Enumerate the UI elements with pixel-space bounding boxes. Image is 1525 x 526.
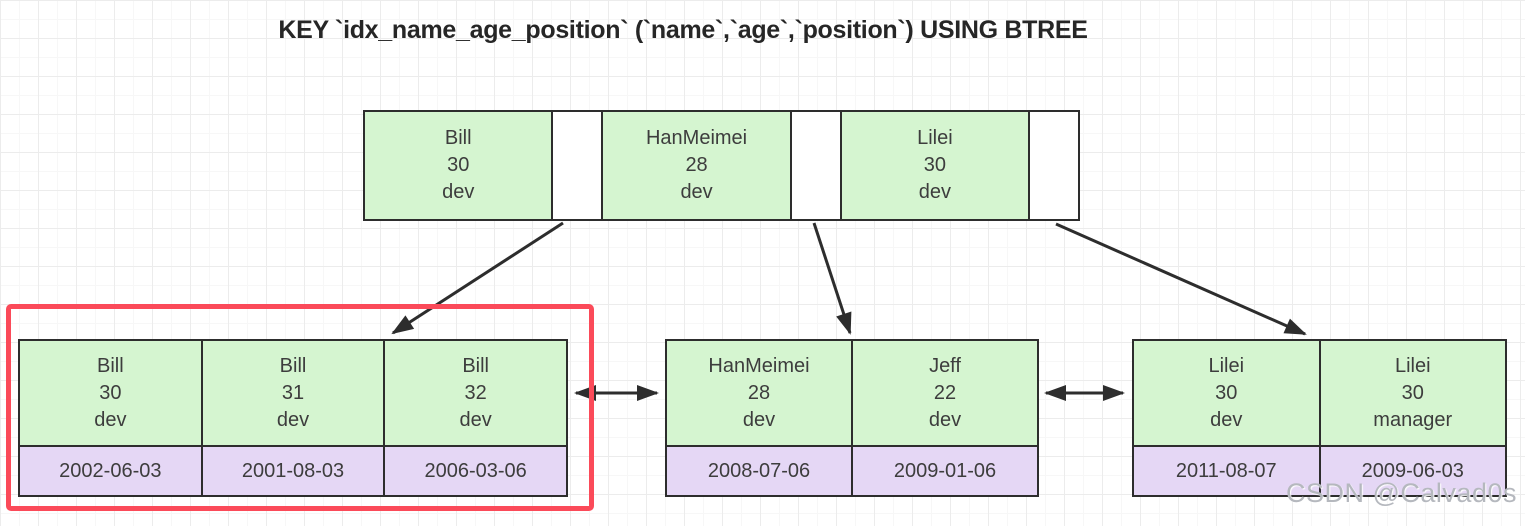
entry-position: dev <box>94 408 127 431</box>
root-node: Bill 30 dev HanMeimei 28 dev Lilei 30 de… <box>363 110 1080 221</box>
index-entry: HanMeimei 28 dev <box>666 340 852 446</box>
index-entry: HanMeimei 28 dev <box>602 111 791 220</box>
entry-position: manager <box>1373 408 1453 431</box>
index-entry: Lilei 30 manager <box>1319 340 1506 446</box>
entry-name: Bill <box>96 354 124 377</box>
page-title: KEY `idx_name_age_position` (`name`,`age… <box>278 16 1088 44</box>
entry-name: Bill <box>444 127 472 149</box>
entry-name: Bill <box>279 354 307 377</box>
entry-age: 28 <box>747 381 771 404</box>
entry-age: 32 <box>464 381 487 404</box>
leaf-node-1: Bill 30 dev Bill 31 dev Bill 32 dev 2002… <box>18 339 568 497</box>
index-entry: Bill 30 dev <box>19 340 202 446</box>
child-pointer-cell <box>552 111 603 220</box>
entry-age: 28 <box>685 154 708 176</box>
entry-name: Lilei <box>1394 354 1431 377</box>
entry-position: dev <box>276 408 310 431</box>
entry-position: dev <box>459 408 492 431</box>
entry-position: dev <box>742 408 776 431</box>
index-entry: Bill 31 dev <box>201 340 385 446</box>
row-date-cell: 2008-07-06 <box>666 446 852 496</box>
watermark: CSDN @Calvad0s <box>1286 478 1517 508</box>
row-date-cell: 2002-06-03 <box>19 446 202 496</box>
entry-age: 22 <box>933 381 957 404</box>
index-entry: Bill 30 dev <box>364 111 553 220</box>
entry-name: Lilei <box>917 127 953 149</box>
row-date-cell: 2009-06-03 <box>1319 446 1506 496</box>
entry-age: 30 <box>447 154 470 176</box>
entry-position: dev <box>918 181 952 203</box>
leaf-node-2: HanMeimei 28 dev Jeff 22 dev 2008-07-06 … <box>665 339 1039 497</box>
entry-position: dev <box>680 181 713 203</box>
child-pointer-cell <box>790 111 841 220</box>
child-pointer-cell <box>1029 111 1079 220</box>
index-entry: Jeff 22 dev <box>852 340 1038 446</box>
entry-age: 30 <box>99 381 122 404</box>
entry-position: dev <box>442 181 475 203</box>
entry-name: Jeff <box>929 354 961 377</box>
leaf-node-3: Lilei 30 dev Lilei 30 manager 2011-08-07… <box>1132 339 1507 497</box>
row-date-cell: 2009-01-06 <box>852 446 1038 496</box>
root-to-leaf2-arrow <box>812 222 852 335</box>
entry-position: dev <box>928 408 962 431</box>
index-entry: Bill 32 dev <box>384 340 567 446</box>
entry-age: 30 <box>923 154 947 176</box>
row-date-cell: 2001-08-03 <box>201 446 385 496</box>
row-date-cell: 2006-03-06 <box>384 446 567 496</box>
entry-name: Lilei <box>1208 354 1245 377</box>
highlight-box <box>6 304 594 511</box>
entry-age: 31 <box>281 381 305 404</box>
entry-name: HanMeimei <box>645 127 748 149</box>
entry-name: HanMeimei <box>708 354 810 377</box>
root-to-leaf3-arrow <box>1055 222 1307 336</box>
index-entry: Lilei 30 dev <box>840 111 1030 220</box>
entry-age: 30 <box>1215 381 1238 404</box>
row-date-cell: 2011-08-07 <box>1133 446 1320 496</box>
entry-age: 30 <box>1401 381 1424 404</box>
index-entry: Lilei 30 dev <box>1133 340 1320 446</box>
entry-name: Bill <box>462 354 489 377</box>
entry-position: dev <box>1210 408 1243 431</box>
